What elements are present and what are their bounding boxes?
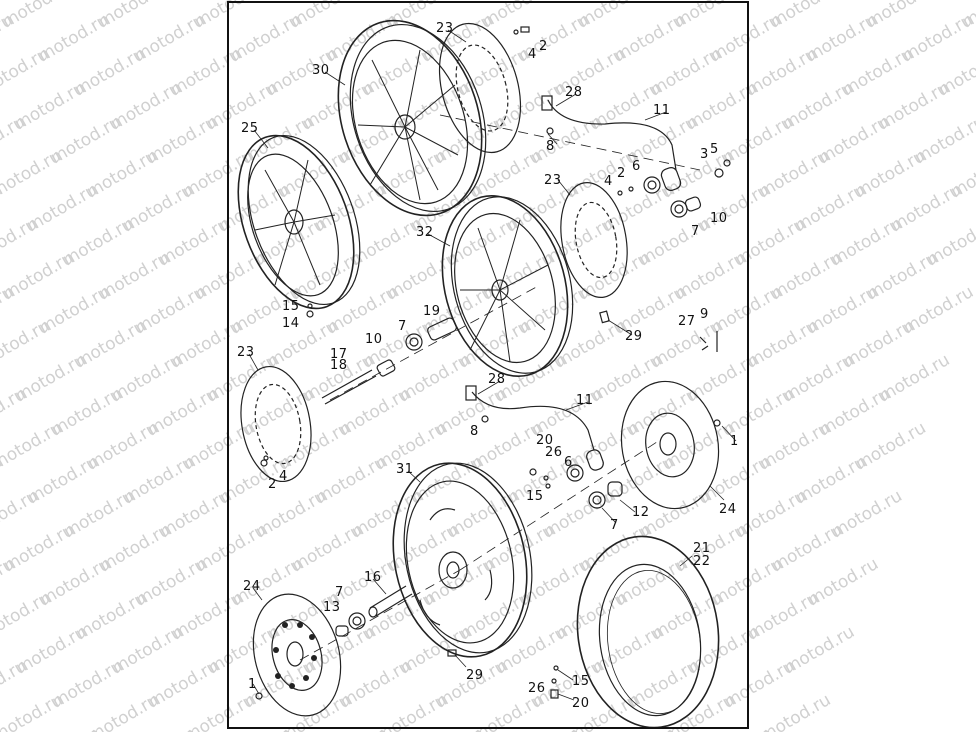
part-label-12: 12 bbox=[632, 505, 650, 520]
part-label-15: 15 bbox=[526, 489, 544, 504]
part-label-6: 6 bbox=[632, 159, 641, 174]
leader-lines bbox=[248, 29, 737, 701]
part-label-7: 7 bbox=[691, 224, 700, 239]
part-label-15: 15 bbox=[572, 674, 590, 689]
wheel-31 bbox=[392, 462, 533, 658]
axle-17-18 bbox=[306, 303, 457, 405]
brake-disc-23-mid bbox=[560, 182, 628, 298]
part-label-19: 19 bbox=[423, 304, 441, 319]
part-label-31: 31 bbox=[396, 462, 414, 477]
part-label-23: 23 bbox=[544, 173, 562, 188]
part-label-1: 1 bbox=[248, 677, 257, 692]
part-label-28: 28 bbox=[565, 85, 583, 100]
part-label-7: 7 bbox=[398, 319, 407, 334]
part-label-5: 5 bbox=[710, 142, 719, 157]
part-label-26: 26 bbox=[528, 681, 546, 696]
bearings-top-right bbox=[617, 159, 731, 218]
wheel-32 bbox=[441, 194, 574, 378]
part-label-6: 6 bbox=[564, 455, 573, 470]
part-label-32: 32 bbox=[416, 225, 434, 240]
part-label-29: 29 bbox=[625, 329, 643, 344]
part-label-10: 10 bbox=[365, 332, 383, 347]
brake-disc-23-left bbox=[240, 365, 312, 483]
part-label-4: 4 bbox=[604, 174, 613, 189]
part-label-11: 11 bbox=[576, 393, 594, 408]
part-label-7: 7 bbox=[335, 585, 344, 600]
part-label-2: 2 bbox=[539, 39, 548, 54]
bearings-bottom-mid bbox=[529, 464, 623, 509]
part-label-4: 4 bbox=[279, 469, 288, 484]
part-label-23: 23 bbox=[237, 345, 255, 360]
part-label-22: 22 bbox=[693, 554, 711, 569]
part-label-1: 1 bbox=[730, 434, 739, 449]
part-label-28: 28 bbox=[488, 372, 506, 387]
assembly-axis-lines bbox=[299, 114, 701, 661]
part-label-24: 24 bbox=[243, 579, 261, 594]
part-label-9: 9 bbox=[700, 307, 709, 322]
part-label-18: 18 bbox=[330, 358, 348, 373]
part-label-8: 8 bbox=[546, 139, 555, 154]
part-label-2: 2 bbox=[617, 166, 626, 181]
wheel-speed-sensor-11-top bbox=[541, 95, 682, 191]
part-label-16: 16 bbox=[364, 570, 382, 585]
part-label-30: 30 bbox=[312, 63, 330, 78]
diagram-frame bbox=[227, 1, 749, 729]
part-label-24: 24 bbox=[719, 502, 737, 517]
part-label-21: 21 bbox=[693, 541, 711, 556]
brake-disc-24-right bbox=[620, 380, 721, 510]
wheel-30 bbox=[337, 19, 487, 217]
part-label-4: 4 bbox=[528, 47, 537, 62]
part-label-2: 2 bbox=[268, 477, 277, 492]
part-label-3: 3 bbox=[700, 147, 709, 162]
part-label-25: 25 bbox=[241, 121, 259, 136]
part-label-26: 26 bbox=[545, 445, 563, 460]
part-label-11: 11 bbox=[653, 103, 671, 118]
part-label-13: 13 bbox=[323, 600, 341, 615]
part-label-20: 20 bbox=[536, 433, 554, 448]
part-label-15: 15 bbox=[282, 299, 300, 314]
part-label-8: 8 bbox=[470, 424, 479, 439]
misc-small-parts bbox=[481, 26, 718, 423]
part-label-14: 14 bbox=[282, 316, 300, 331]
brake-disc-23-top bbox=[438, 22, 522, 154]
wheel-speed-sensor-11-bottom bbox=[465, 385, 604, 471]
wheel-25 bbox=[237, 134, 361, 310]
part-label-27: 27 bbox=[678, 314, 696, 329]
part-label-17: 17 bbox=[330, 347, 348, 362]
part-label-29: 29 bbox=[466, 668, 484, 683]
part-label-7: 7 bbox=[610, 518, 619, 533]
part-label-23: 23 bbox=[436, 21, 454, 36]
part-label-20: 20 bbox=[572, 696, 590, 711]
part-label-10: 10 bbox=[710, 211, 728, 226]
